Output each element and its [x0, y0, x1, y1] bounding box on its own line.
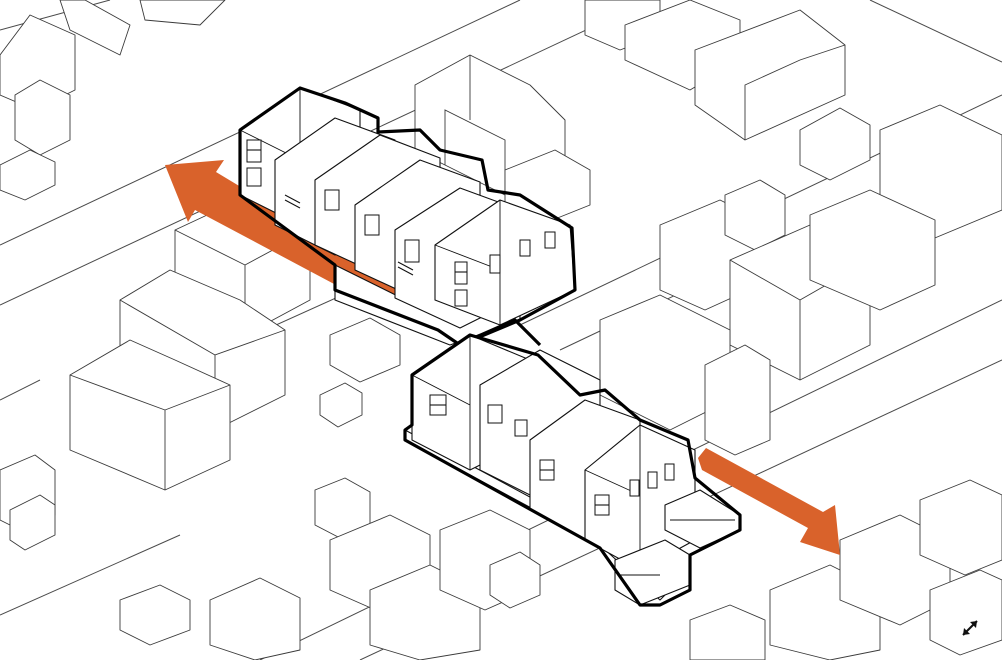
expand-button[interactable]: [952, 610, 988, 646]
circulation-arrow-lower: [698, 448, 840, 555]
upper-townhouse-row: [238, 86, 577, 347]
expand-arrows-icon: [962, 620, 978, 636]
lower-townhouse-row: [403, 318, 742, 607]
